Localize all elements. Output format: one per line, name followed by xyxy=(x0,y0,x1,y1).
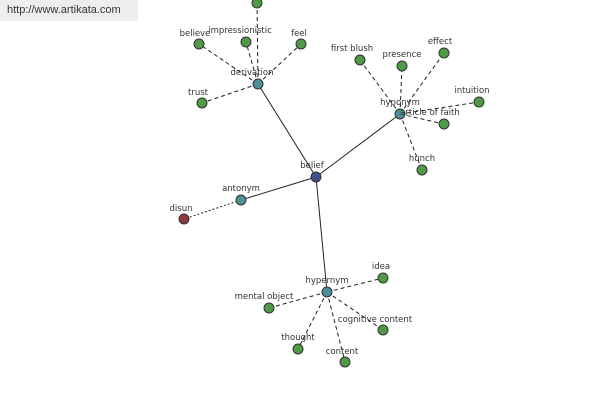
leaf-node-disun[interactable] xyxy=(178,213,190,225)
edge-layer xyxy=(183,2,480,363)
leaf-node-presence[interactable] xyxy=(396,60,408,72)
leaf-node-content[interactable] xyxy=(339,356,351,368)
leaf-label-first-blush: first blush xyxy=(331,44,373,54)
edge-hypernym-content xyxy=(326,291,346,363)
edge-derivation-impressionistic xyxy=(245,41,259,85)
leaf-label-thought: thought xyxy=(281,333,315,343)
leaf-node-first-blush[interactable] xyxy=(354,54,366,66)
leaf-label-mental-object: mental object xyxy=(235,292,294,302)
relation-label-antonym: antonym xyxy=(222,184,260,194)
relation-label-hypernym: hypernym xyxy=(305,276,348,286)
leaf-node-effect[interactable] xyxy=(438,47,450,59)
edge-hyponym-first-blush xyxy=(359,59,401,115)
leaf-node-article-of-faith[interactable] xyxy=(438,118,450,130)
source-url-banner[interactable]: http://www.artikata.com xyxy=(0,0,138,21)
leaf-label-trust: trust xyxy=(188,88,209,98)
leaf-label-feel: feel xyxy=(291,29,307,39)
leaf-node-impressionistic[interactable] xyxy=(240,36,252,48)
leaf-label-article-of-faith: article of faith xyxy=(400,108,460,118)
leaf-label-disun: disun xyxy=(170,204,193,214)
leaf-node-unlabeled[interactable] xyxy=(251,0,263,9)
edge-antonym-disun xyxy=(183,199,242,220)
leaf-node-mental-object[interactable] xyxy=(263,302,275,314)
relation-label-derivation: derivation xyxy=(230,68,273,78)
relation-node-hyponym[interactable] xyxy=(394,108,406,120)
relation-node-derivation[interactable] xyxy=(252,78,264,90)
leaf-node-feel[interactable] xyxy=(295,38,307,50)
edge-hyponym-intuition xyxy=(399,101,480,115)
relation-label-hyponym: hyponym xyxy=(380,98,420,108)
edge-hypernym-idea xyxy=(326,277,384,293)
edge-derivation-believe xyxy=(198,43,259,85)
leaf-node-intuition[interactable] xyxy=(473,96,485,108)
leaf-label-believe: believe xyxy=(180,29,211,39)
leaf-node-idea[interactable] xyxy=(377,272,389,284)
edge-hyponym-hunch xyxy=(399,113,423,171)
leaf-label-impressionistic: impressionistic xyxy=(208,26,272,36)
edge-derivation-trust xyxy=(201,83,259,104)
leaf-label-hunch: hunch xyxy=(409,154,435,164)
edge-hyponym-presence xyxy=(399,65,403,115)
edge-derivation-feel xyxy=(257,43,302,85)
leaf-label-presence: presence xyxy=(383,50,422,60)
edge-hyponym-effect xyxy=(399,52,445,115)
edge-hypernym-cognitive-content xyxy=(326,291,384,331)
edge-belief-hyponym xyxy=(315,113,401,178)
edge-hypernym-mental-object xyxy=(268,291,328,309)
leaf-node-thought[interactable] xyxy=(292,343,304,355)
edge-belief-hypernym xyxy=(315,176,328,293)
relation-node-hypernym[interactable] xyxy=(321,286,333,298)
leaf-label-effect: effect xyxy=(428,37,453,47)
edge-hyponym-article-of-faith xyxy=(399,113,445,125)
relation-node-antonym[interactable] xyxy=(235,194,247,206)
leaf-label-content: content xyxy=(326,347,359,357)
center-node-belief[interactable] xyxy=(310,171,322,183)
node-layer xyxy=(178,0,485,368)
leaf-label-idea: idea xyxy=(372,262,390,272)
leaf-node-hunch[interactable] xyxy=(416,164,428,176)
edge-belief-derivation xyxy=(257,83,317,178)
edge-hypernym-thought xyxy=(297,291,328,350)
leaf-node-trust[interactable] xyxy=(196,97,208,109)
leaf-node-cognitive-content[interactable] xyxy=(377,324,389,336)
leaf-label-cognitive-content: cognitive content xyxy=(338,315,413,325)
leaf-node-believe[interactable] xyxy=(193,38,205,50)
edge-belief-antonym xyxy=(240,176,317,201)
leaf-label-intuition: intuition xyxy=(454,86,489,96)
center-label: belief xyxy=(300,161,325,171)
